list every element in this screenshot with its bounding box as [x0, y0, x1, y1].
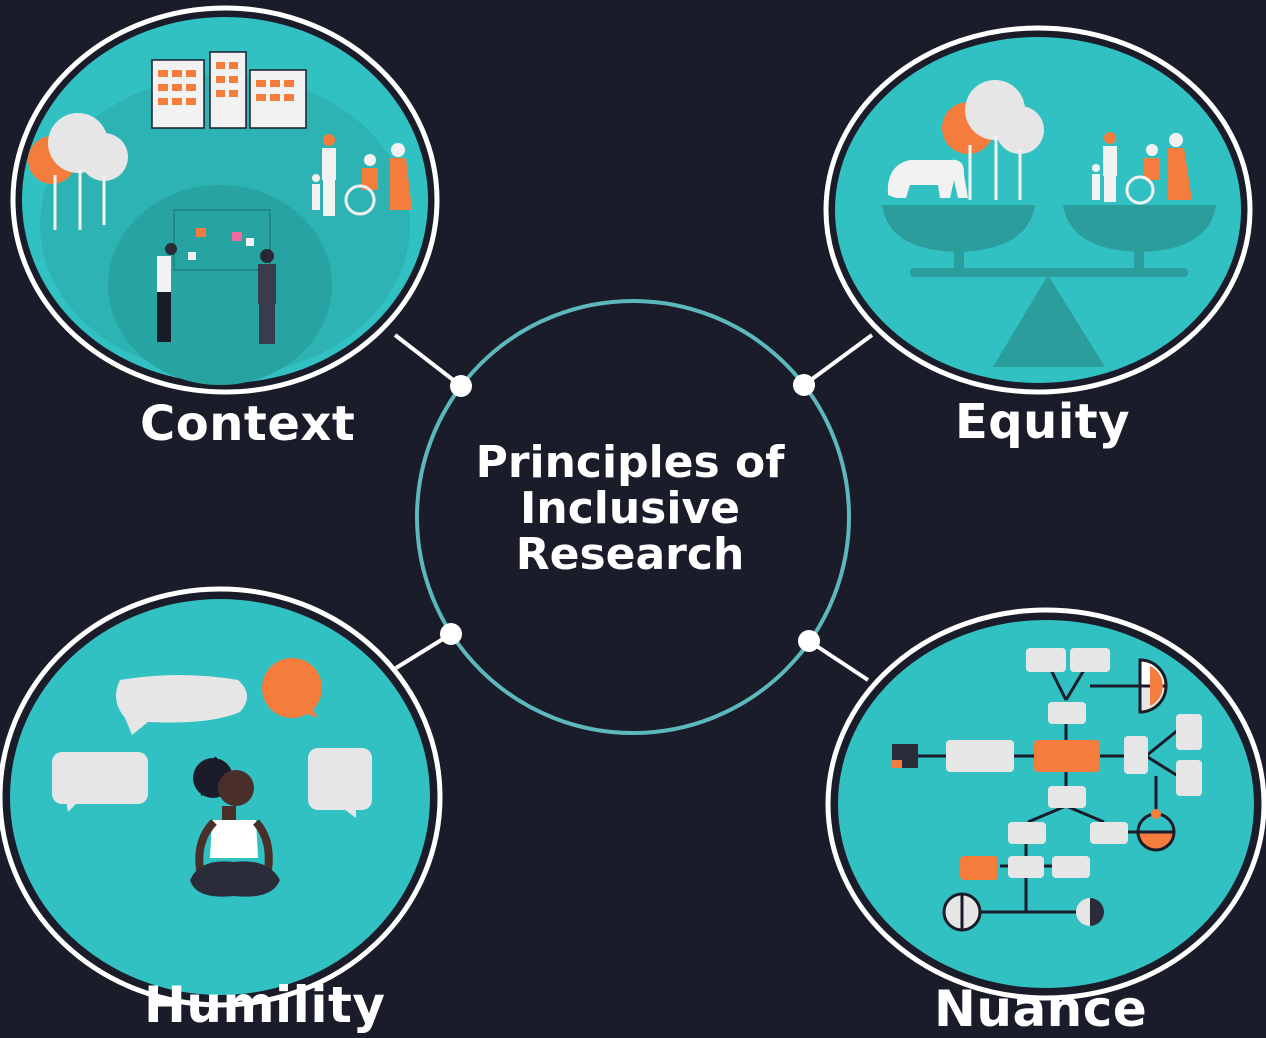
humility-illustration — [0, 586, 443, 1008]
family-icon — [312, 134, 412, 216]
scale-icon — [882, 205, 1216, 367]
principle-label-equity: Equity — [955, 394, 1131, 450]
context-illustration — [10, 5, 440, 395]
flowchart-icon — [892, 648, 1202, 932]
center-title: Principles of Inclusive Research — [420, 440, 840, 578]
connector-nuance — [807, 639, 870, 682]
trees-icon — [28, 113, 128, 230]
buildings-icon — [151, 51, 307, 129]
meditating-person-icon — [190, 756, 280, 897]
connector-equity — [802, 333, 874, 387]
workshop-icon — [157, 209, 276, 344]
family-icon — [1092, 132, 1192, 205]
connector-dot-equity — [793, 374, 815, 396]
nuance-illustration — [825, 607, 1266, 1001]
equity-illustration — [823, 25, 1253, 395]
center-title-line: Inclusive — [520, 483, 740, 534]
connector-context — [393, 333, 463, 388]
elephant-icon — [887, 80, 1044, 200]
principle-label-context: Context — [140, 396, 356, 452]
principle-label-humility: Humility — [144, 976, 386, 1034]
connector-dot-nuance — [798, 630, 820, 652]
connector-dot-humility — [440, 623, 462, 645]
speech-bubbles-icon — [52, 658, 372, 818]
connectors — [393, 333, 874, 682]
center-circle — [415, 299, 851, 735]
connector-dot-context — [450, 375, 472, 397]
center-title-line: Research — [515, 529, 745, 580]
principle-label-nuance: Nuance — [934, 980, 1148, 1038]
center-title-line: Principles of — [475, 437, 785, 488]
